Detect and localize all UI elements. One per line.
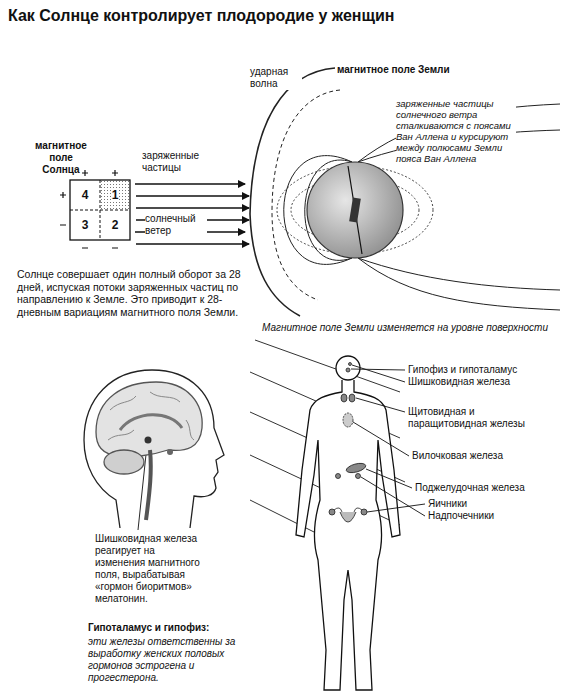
edge-label: солнечный ветер xyxy=(145,213,207,237)
explanation-note: Солнце совершает один полный оборот за 2… xyxy=(17,268,249,318)
sector-cell: 4 xyxy=(70,180,100,210)
sector-number: 4 xyxy=(81,188,90,202)
explanation-note: Шишковидная железа реагирует на изменени… xyxy=(95,533,207,605)
edge-label: заряженные частицы xyxy=(142,150,217,174)
sector-cell: 1 xyxy=(100,180,130,210)
callout-note: заряженные частицы солнечного ветра стал… xyxy=(396,98,516,164)
sun-field-square: магнитное поле Солнца 4 1 3 2 xyxy=(30,138,135,243)
caption-note: Магнитное поле Земли изменяется на уровн… xyxy=(262,322,548,334)
head-profile xyxy=(84,370,224,528)
solar-wind-arrows xyxy=(136,196,249,244)
sector-number: 2 xyxy=(111,218,120,232)
sector-cell: 2 xyxy=(100,210,130,240)
gland-label: Вилочковая железа xyxy=(412,450,552,462)
gland-label: Поджелудочная железа xyxy=(415,482,555,494)
gland-label: Яичники xyxy=(428,498,548,510)
part-label: ударная волна xyxy=(250,66,302,90)
diagram-title: Как Солнце контролирует плодородие у жен… xyxy=(8,6,395,25)
node-heading: магнитное поле Солнца xyxy=(30,140,92,176)
magnetosphere-drawing xyxy=(250,68,560,316)
sector-number: 3 xyxy=(81,218,90,232)
sector-cell: 3 xyxy=(70,210,100,240)
gland-label: Щитовидная и паращитовидная железы xyxy=(408,406,543,430)
wind-arrow xyxy=(135,183,245,184)
gland-label: Надпочечники xyxy=(428,510,548,522)
sector-number: 1 xyxy=(111,188,120,202)
node-heading: магнитное поле Земли xyxy=(337,64,467,76)
gland-label: Шишковидная железа xyxy=(408,376,558,388)
sun-field-symbol xyxy=(60,170,130,248)
gland-symbols xyxy=(329,363,367,523)
gland-label: Гипофиз и гипоталамус xyxy=(408,364,558,376)
note-heading: Гипоталамус и гипофиз: xyxy=(88,622,248,634)
explanation-note: эти железы ответственны за выработку жен… xyxy=(88,636,238,684)
